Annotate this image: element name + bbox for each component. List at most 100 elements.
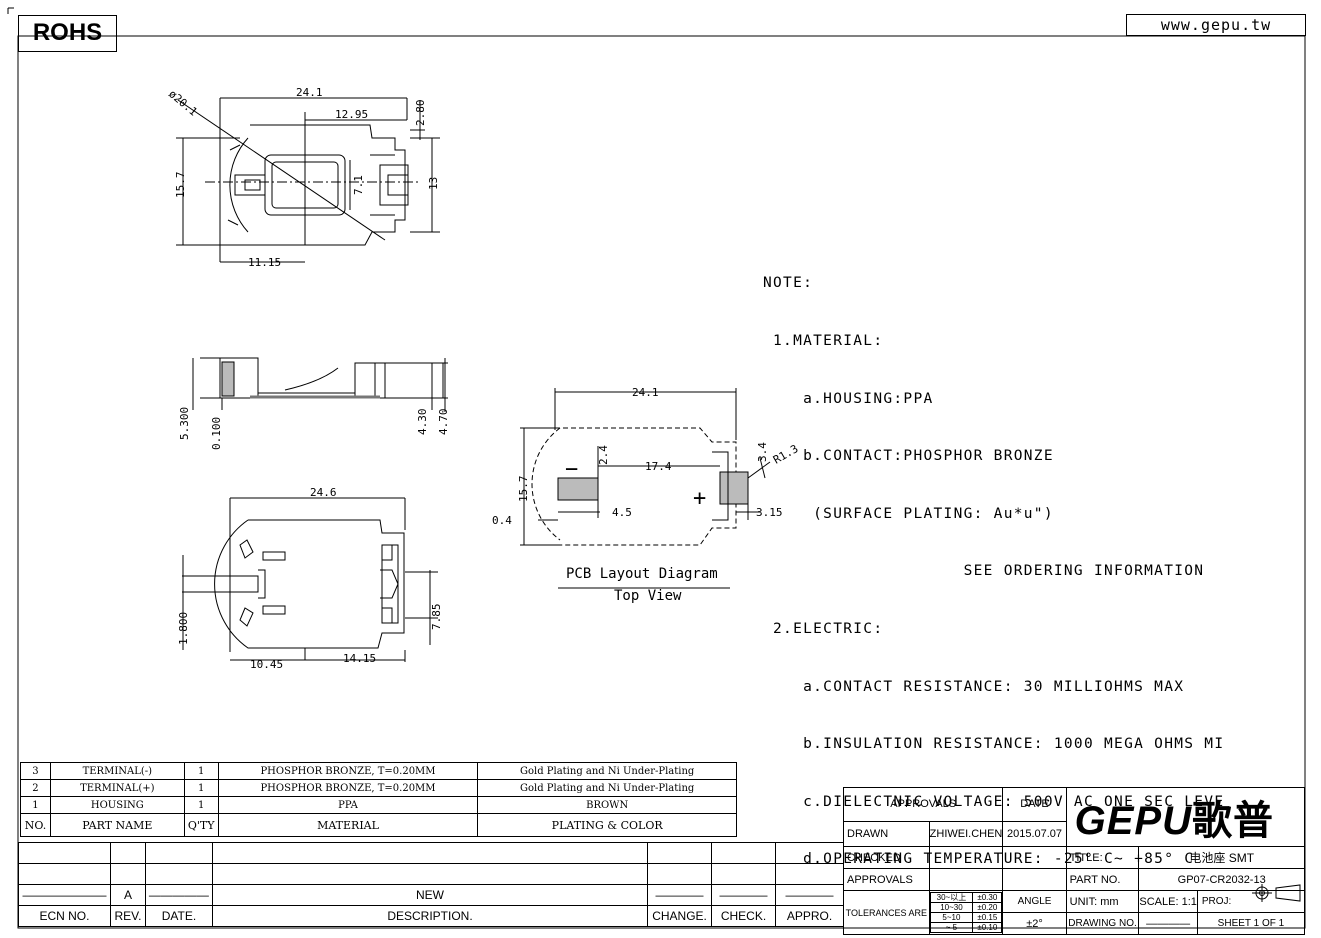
checked-label: CHECKED [843,846,930,869]
dim-height: 15.7 [174,172,187,199]
rev-header-rev: REV. [109,905,146,927]
angle-value: ±2° [1002,912,1067,935]
pcb-offset: 0.4 [492,514,512,527]
drawn-by: ZHIWEI.CHEN [928,820,1004,848]
bom-no: 3 [20,762,51,780]
table-row: 2 TERMINAL(+) 1 PHOSPHOR BRONZE, T=0.20M… [20,779,737,797]
bom-material: PPA [217,796,479,814]
bom-no: 2 [20,779,51,797]
dim-h4: 4.70 [437,409,450,436]
rev-header-appro: APPRO. [774,905,845,927]
rohs-mark: ROHS [18,15,117,52]
company-logo: GEPU歌普 [1065,787,1306,847]
drawn-label: DRAWN [843,820,930,848]
rev-header-change: CHANGE. [647,905,713,927]
note-line: NOTE: [763,275,814,292]
table-row: APPROVALS PART NO. GP07-CR2032-13 [843,868,1305,891]
bom-header-plating: PLATING & COLOR [477,813,737,837]
rev-letter: A [109,884,146,906]
bom-material: PHOSPHOR BRONZE, T=0.20MM [217,762,479,780]
bom-material: PHOSPHOR BRONZE, T=0.20MM [217,779,479,797]
pcb-layout [520,388,771,589]
note-line: a.CONTACT RESISTANCE: 30 MILLIOHMS MAX [763,678,1185,695]
bottom-view-dims: 24.6 1.800 7.85 10.45 14.15 [177,486,443,671]
bom-header-part: PART NAME [49,813,185,837]
pcb-height: 15.7 [517,476,530,503]
side-view [192,357,448,412]
bom-plating: BROWN [477,796,737,814]
dim-right-h: 13 [427,177,440,190]
revision-table: ——————— A ————— NEW ———— ———— ———— ECN N… [18,842,845,927]
table-row: CHECKED TITLE: 电池座 SMT [843,846,1305,869]
title-block: APPROVALS DATE GEPU歌普 DRAWN ZHIWEI.CHEN … [842,787,1306,935]
top-view-dims: ø20.1 24.1 12.95 2.80 15.7 7.1 13 11.15 [166,86,440,269]
tol-range: 30~以上 [930,892,974,903]
frame [7,7,1306,929]
rev-description: NEW [211,884,649,906]
bom-no: 1 [20,796,51,814]
tolerance-table: 30~以上±0.30 10~30±0.20 5~10±0.15 ~ 5±0.10 [928,890,1004,935]
unit: UNIT: mm [1065,890,1140,913]
dim-h1: 5.300 [178,407,191,440]
sheet: SHEET 1 OF 1 [1196,912,1306,935]
note-line: SEE ORDERING INFORMATION [763,563,1205,580]
bom-qty: 1 [183,796,219,814]
tol-val: ±0.20 [972,902,1002,913]
part-label: PART NO. [1065,868,1140,891]
dim-width: 24.6 [310,486,337,499]
logo-text: GEPU [1074,799,1192,843]
bom-part: TERMINAL(+) [49,779,185,797]
rev-header-date: DATE. [144,905,213,927]
pcb-right-pad: 3.4 [756,442,769,462]
bom-part: HOUSING [49,796,185,814]
bom-header-material: MATERIAL [217,813,479,837]
rev-header-row: ECN NO. REV. DATE. DESCRIPTION. CHANGE. … [18,905,845,927]
dim-tab: 2.80 [414,100,427,127]
bom-part: TERMINAL(-) [49,762,185,780]
drawing-no-label: DRAWING NO. [1065,912,1140,935]
bom-qty: 1 [183,779,219,797]
table-row: ±2° DRAWING NO. ———— SHEET 1 OF 1 [844,912,1306,935]
side-view-dims: 5.300 0.100 4.30 4.70 [178,407,450,450]
bom-header-row: NO. PART NAME Q'TY MATERIAL PLATING & CO… [20,813,737,837]
pcb-width: 24.1 [632,386,659,399]
approvals-label: APPROVALS [843,868,930,891]
part-value: GP07-CR2032-13 [1138,868,1305,891]
tol-val: ±0.30 [972,892,1002,903]
pcb-dims: 24.1 15.7 2.4 17.4 4.5 0.4 R1.3 3.4 3.15… [492,386,800,604]
table-row [18,863,845,885]
dim-left-off: 11.15 [248,256,281,269]
bottom-view [182,497,438,662]
dim-d-outer: ø20.1 [166,87,200,118]
pcb-plus: + [693,486,706,511]
bom-header-qty: Q'TY [183,813,219,837]
rev-header-desc: DESCRIPTION. [211,905,649,927]
bom-plating: Gold Plating and Ni Under-Plating [477,779,737,797]
tol-range: 5~10 [930,912,974,923]
tol-val: ±0.10 [972,922,1002,933]
title-label: TITLE: [1065,846,1140,869]
table-row: 1 HOUSING 1 PPA BROWN [20,796,737,814]
pcb-title: PCB Layout Diagram [566,566,718,582]
bom-qty: 1 [183,762,219,780]
pcb-subtitle: Top View [614,588,682,604]
bom-header-no: NO. [20,813,51,837]
table-row: 3 TERMINAL(-) 1 PHOSPHOR BRONZE, T=0.20M… [20,762,737,780]
tol-range: 10~30 [930,902,974,913]
pcb-minus: − [565,457,578,482]
angle-label: ANGLE [1002,890,1067,913]
dim-left-w: 10.45 [250,658,283,671]
approvals-header: APPROVALS [842,787,1004,822]
rev-header-ecn: ECN NO. [18,905,111,927]
pcb-pad-h: 2.4 [597,445,610,465]
tolerances-label: TOLERANCES ARE [843,890,930,935]
note-line: a.HOUSING:PPA [763,390,934,407]
dim-left-h: 1.800 [177,612,190,645]
rev-header-check: CHECK. [711,905,776,927]
dim-inner: 7.1 [352,175,365,195]
dim-width: 24.1 [296,86,323,99]
dim-h3: 4.30 [416,409,429,436]
table-row: ——————— A ————— NEW ———— ———— ———— [18,884,845,906]
